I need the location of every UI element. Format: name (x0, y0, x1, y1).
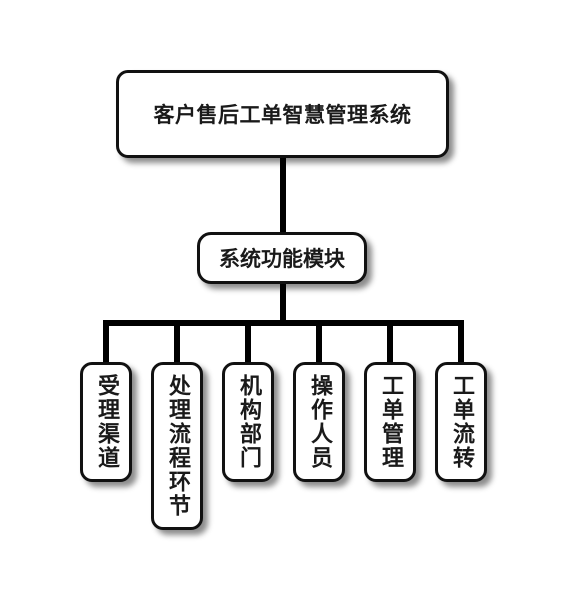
module-node: 系统功能模块 (197, 232, 367, 284)
leaf-node-label: 工单流转 (449, 374, 474, 470)
connector-leaf-6 (458, 320, 464, 364)
leaf-node-label: 工单管理 (378, 374, 403, 470)
root-node-label: 客户售后工单智慧管理系统 (153, 103, 412, 127)
connector-leaf-5 (387, 320, 393, 364)
leaf-node-5: 工单管理 (364, 362, 416, 482)
connector-leaf-1 (103, 320, 109, 364)
module-node-label: 系统功能模块 (219, 247, 345, 271)
connector-module-down (280, 284, 286, 324)
leaf-node-6: 工单流转 (435, 362, 487, 482)
leaf-node-2: 处理流程环节 (151, 362, 203, 530)
connector-leaf-4 (316, 320, 322, 364)
leaf-node-label: 操作人员 (307, 374, 332, 470)
root-node: 客户售后工单智慧管理系统 (116, 70, 449, 158)
leaf-node-3: 机构部门 (222, 362, 274, 482)
connector-root-to-module (280, 158, 286, 234)
leaf-node-1: 受理渠道 (80, 362, 132, 482)
leaf-node-label: 受理渠道 (94, 374, 119, 470)
connector-horizontal-bar (103, 320, 464, 326)
leaf-node-label: 处理流程环节 (165, 374, 190, 518)
connector-leaf-2 (174, 320, 180, 364)
connector-leaf-3 (245, 320, 251, 364)
leaf-node-4: 操作人员 (293, 362, 345, 482)
leaf-node-label: 机构部门 (236, 374, 261, 470)
